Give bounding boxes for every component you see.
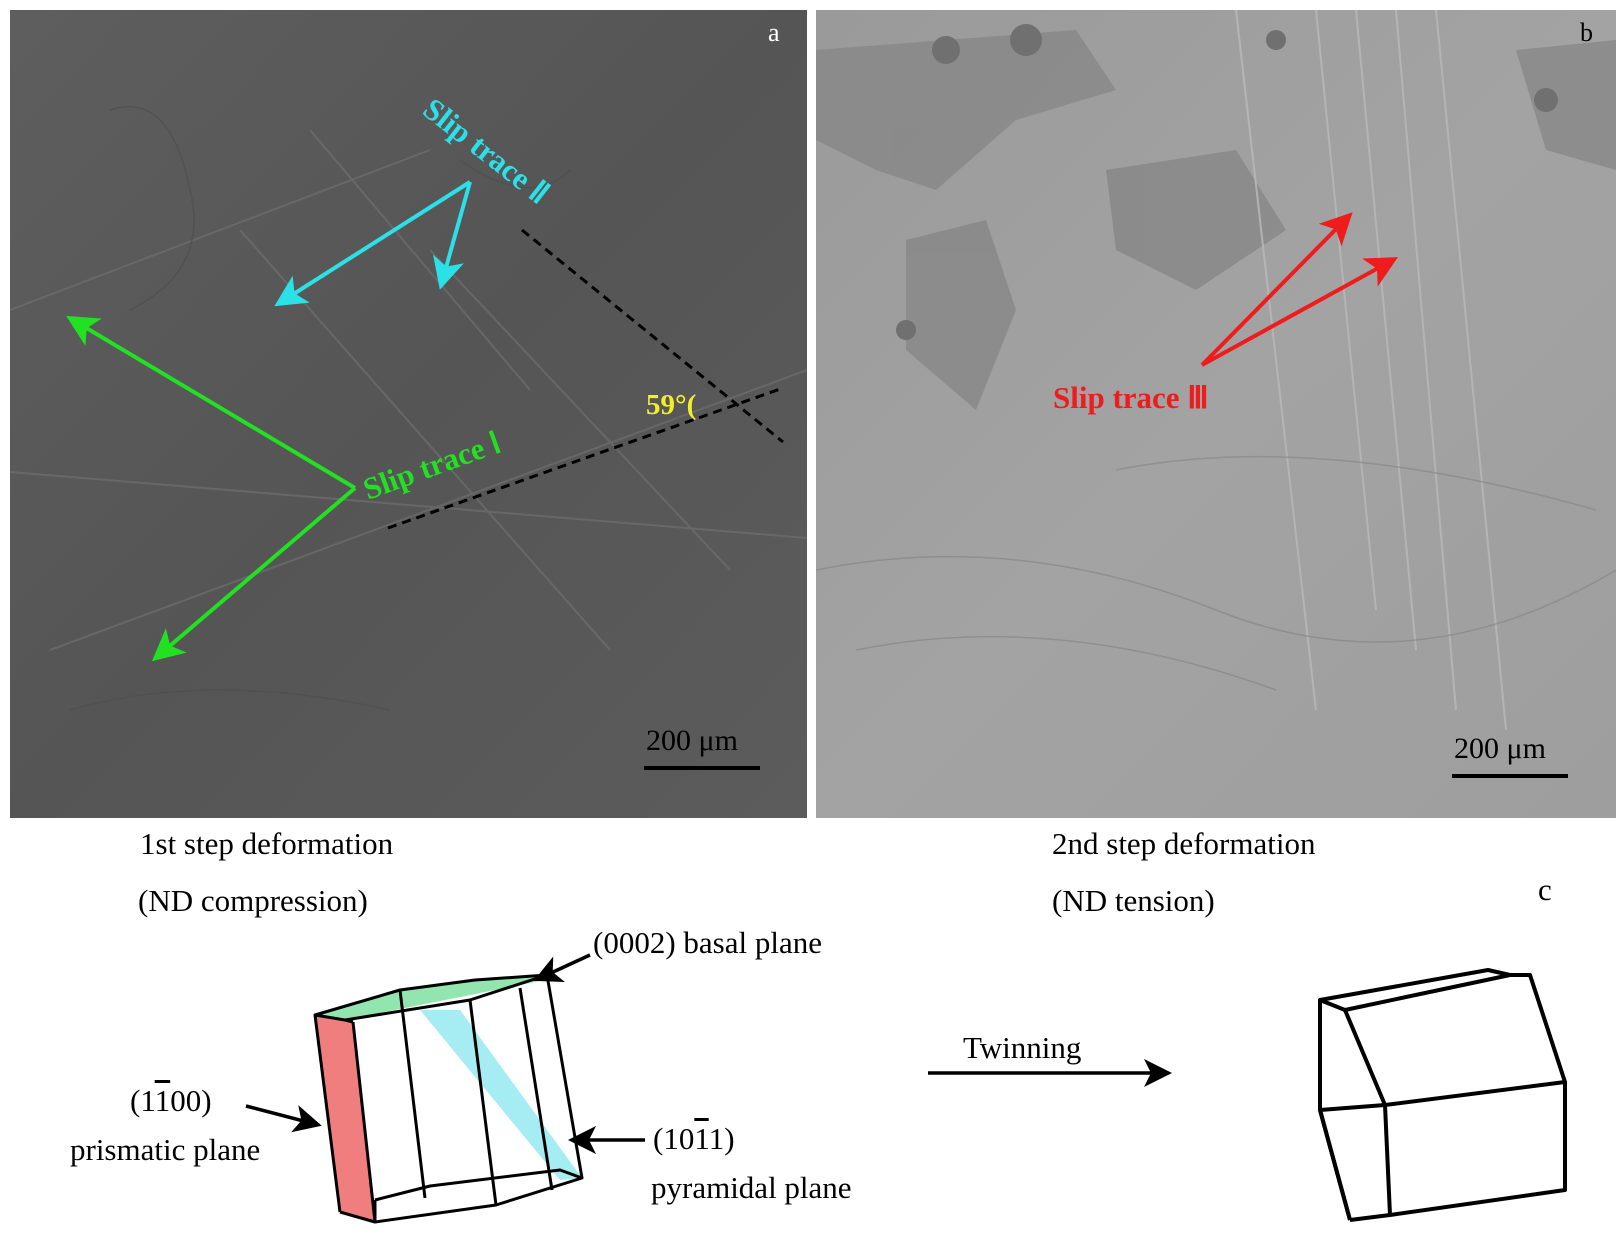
dashed-trace-lines xyxy=(387,228,784,530)
surface-particles xyxy=(896,24,1558,340)
green-arrow-down xyxy=(151,486,357,662)
hcp-crystal-original xyxy=(313,973,584,1224)
basal-plane-label: (0002) basal plane xyxy=(593,925,822,960)
slip-trace-2-arrows xyxy=(274,180,472,307)
caption-b-line2: (ND tension) xyxy=(1052,883,1215,918)
caption-a-line1: 1st step deformation xyxy=(140,826,394,861)
hcp-crystal-twinned xyxy=(1318,968,1567,1222)
pyramidal-plane-index: (1011) xyxy=(653,1121,735,1156)
angle-label: 59°( xyxy=(646,389,696,421)
cyan-arrow-down xyxy=(433,181,472,290)
basal-plane-fill xyxy=(315,975,547,1020)
panel-a-overlay: Slip trace Ⅱ Slip trace Ⅰ 59°( xyxy=(10,10,807,818)
dashed-line-trace-2 xyxy=(521,228,784,444)
slip-trace-1-arrows xyxy=(66,315,357,662)
cyan-arrow-left xyxy=(274,180,472,307)
prismatic-plane-arrow xyxy=(245,1104,322,1133)
dashed-line-trace-1 xyxy=(387,386,784,530)
panel-a-scale-bar xyxy=(644,766,760,770)
pyramidal-plane-fill xyxy=(420,1010,582,1180)
grain-regions xyxy=(816,30,1616,410)
panel-b-overlay: Slip trace Ⅲ xyxy=(816,10,1616,818)
vertical-slip-lines xyxy=(1235,10,1507,731)
pyramidal-plane-label: pyramidal plane xyxy=(651,1170,852,1205)
prismatic-plane-index: (1100) xyxy=(130,1083,212,1118)
panel-b-scale-bar xyxy=(1452,774,1568,778)
panel-c-label: c xyxy=(1538,872,1552,907)
prismatic-plane-fill xyxy=(315,1015,375,1222)
panel-b-label: b xyxy=(1580,18,1593,47)
micrograph-panel-a: Slip trace Ⅱ Slip trace Ⅰ 59°( a 200 μm xyxy=(10,10,807,818)
micrograph-panel-b: Slip trace Ⅲ b 200 μm xyxy=(816,10,1616,818)
panel-a-background xyxy=(10,10,807,818)
red-arrow-upper xyxy=(1200,212,1353,367)
slip-trace-3-label: Slip trace Ⅲ xyxy=(1053,380,1209,415)
twinning-label: Twinning xyxy=(963,1030,1082,1065)
caption-a-line2: (ND compression) xyxy=(138,883,368,918)
red-arrow-lower xyxy=(1201,257,1399,367)
basal-plane-arrow xyxy=(533,953,591,982)
caption-b-line1: 2nd step deformation xyxy=(1052,826,1316,861)
panel-b-scale-text: 200 μm xyxy=(1454,732,1546,765)
annotation-arrows xyxy=(245,953,1172,1154)
panel-a-label: a xyxy=(768,18,780,47)
slip-trace-3-arrows xyxy=(1200,212,1399,367)
prismatic-plane-label: prismatic plane xyxy=(70,1132,261,1167)
green-arrow-up xyxy=(66,315,357,490)
panel-a-scale-text: 200 μm xyxy=(646,724,738,757)
